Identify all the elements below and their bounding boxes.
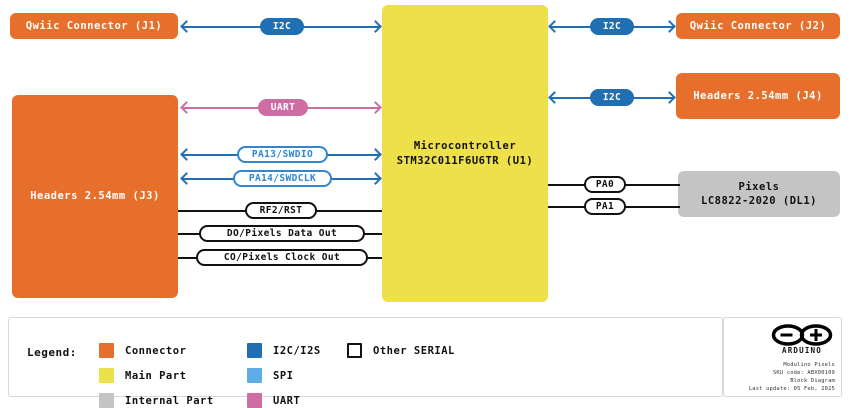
arrowhead-right-uart <box>369 100 382 114</box>
label-i2c-j4: I2C <box>590 88 634 106</box>
arrowhead-left-i2c-j2 <box>548 19 561 33</box>
arrowhead-left-swdclk <box>180 171 193 185</box>
legend-swatch-other-serial <box>347 343 362 358</box>
legend-label-other-serial: Other SERIAL <box>373 344 455 357</box>
arduino-infinity-logo <box>771 324 833 346</box>
legend-swatch-uart <box>247 393 262 408</box>
legend-swatch-i2c <box>247 343 262 358</box>
block-qwiic-connector-j2[interactable]: Qwiic Connector (J2) <box>676 13 840 39</box>
legend-label-connector: Connector <box>125 344 187 357</box>
label-swdio: PA13/SWDIO <box>237 145 328 163</box>
legend-panel: Legend: Connector Main Part Internal Par… <box>8 317 723 408</box>
legend-swatch-internal-part <box>99 393 114 408</box>
brand-updated: Last update: 05 Feb, 2025 <box>748 386 835 392</box>
brand-product: Modulino Pixels <box>783 362 835 368</box>
pixels-title: Pixels <box>738 180 780 193</box>
legend-item-connector: Connector <box>99 343 186 358</box>
legend-item-i2c: I2C/I2S <box>247 343 321 358</box>
legend-label-internal-part: Internal Part <box>125 394 214 407</box>
label-i2c-j2: I2C <box>590 17 634 35</box>
arrowhead-right-swdio <box>369 147 382 161</box>
label-pa1: PA1 <box>584 197 626 215</box>
block-qwiic-connector-j1[interactable]: Qwiic Connector (J1) <box>10 13 178 39</box>
legend-label-i2c: I2C/I2S <box>273 344 321 357</box>
arrowhead-left-i2c-j4 <box>548 90 561 104</box>
legend-swatch-main-part <box>99 368 114 383</box>
legend-item-other-serial: Other SERIAL <box>347 343 455 358</box>
microcontroller-title: Microcontroller <box>413 140 517 153</box>
label-swdclk: PA14/SWDCLK <box>233 169 332 187</box>
label-pa0: PA0 <box>584 175 626 193</box>
arrowhead-left-uart <box>180 100 193 114</box>
arrowhead-left-i2c-j1 <box>180 19 193 33</box>
microcontroller-part: STM32C011F6U6TR (U1) <box>396 154 534 167</box>
brand-sku: SKU code: ABX00109 <box>772 370 835 376</box>
legend-swatch-connector <box>99 343 114 358</box>
arrowhead-right-i2c-j4 <box>663 90 676 104</box>
brand-doc-type: Block Diagram <box>790 378 835 384</box>
block-microcontroller[interactable]: Microcontroller STM32C011F6U6TR (U1) <box>382 5 548 302</box>
block-headers-j3[interactable]: Headers 2.54mm (J3) <box>12 95 178 298</box>
legend-label-uart: UART <box>273 394 301 407</box>
legend-swatch-spi <box>247 368 262 383</box>
block-headers-j4[interactable]: Headers 2.54mm (J4) <box>676 73 840 119</box>
arduino-wordmark: ARDUINO <box>781 346 822 355</box>
legend-item-internal-part: Internal Part <box>99 393 214 408</box>
label-data-out: DO/Pixels Data Out <box>199 224 365 242</box>
legend-label-spi: SPI <box>273 369 294 382</box>
label-i2c-j1: I2C <box>260 17 304 35</box>
arrowhead-left-swdio <box>180 147 193 161</box>
block-pixels-dl1[interactable]: Pixels LC8822-2020 (DL1) <box>678 171 840 217</box>
label-clock-out: CO/Pixels Clock Out <box>196 248 368 266</box>
arrowhead-right-i2c-j1 <box>369 19 382 33</box>
legend-item-main-part: Main Part <box>99 368 186 383</box>
label-rst: RF2/RST <box>245 201 317 219</box>
pixels-part: LC8822-2020 (DL1) <box>701 195 817 207</box>
arrowhead-right-i2c-j2 <box>663 19 676 33</box>
legend-title: Legend: <box>27 346 77 359</box>
label-uart: UART <box>258 98 308 116</box>
legend-item-spi: SPI <box>247 368 293 383</box>
legend-item-uart: UART <box>247 393 300 408</box>
arduino-branding-panel: ARDUINO Modulino Pixels SKU code: ABX001… <box>723 317 842 397</box>
legend-label-main-part: Main Part <box>125 369 187 382</box>
arrowhead-right-swdclk <box>369 171 382 185</box>
